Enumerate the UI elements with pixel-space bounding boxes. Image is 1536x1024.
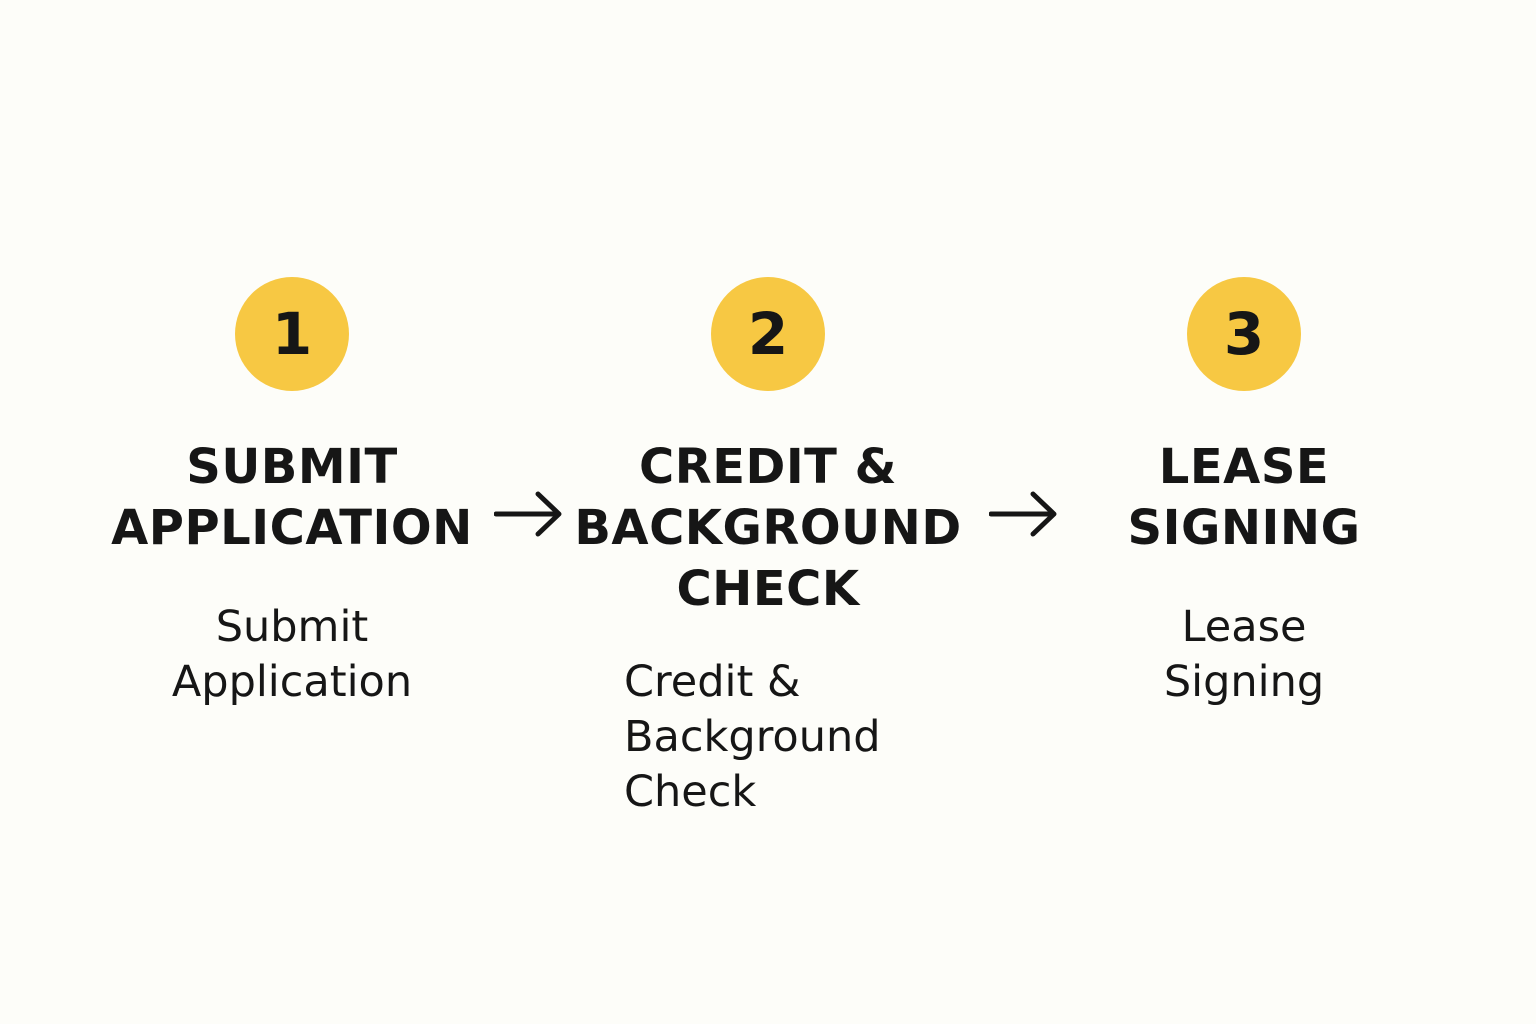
step-title: SUBMIT APPLICATION bbox=[111, 439, 473, 556]
step-number-badge: 3 bbox=[1187, 277, 1301, 391]
step-description: Credit & Background Check bbox=[624, 657, 881, 817]
step-description: Submit Application bbox=[171, 602, 413, 707]
step-number-badge: 2 bbox=[711, 277, 825, 391]
step-number-badge: 1 bbox=[235, 277, 349, 391]
step-title: CREDIT & BACKGROUND CHECK bbox=[574, 439, 962, 617]
step-description: Lease Signing bbox=[1163, 602, 1325, 707]
arrow-right-icon bbox=[494, 488, 564, 540]
arrow-right-icon bbox=[989, 488, 1059, 540]
step-title: LEASE SIGNING bbox=[1127, 439, 1361, 556]
